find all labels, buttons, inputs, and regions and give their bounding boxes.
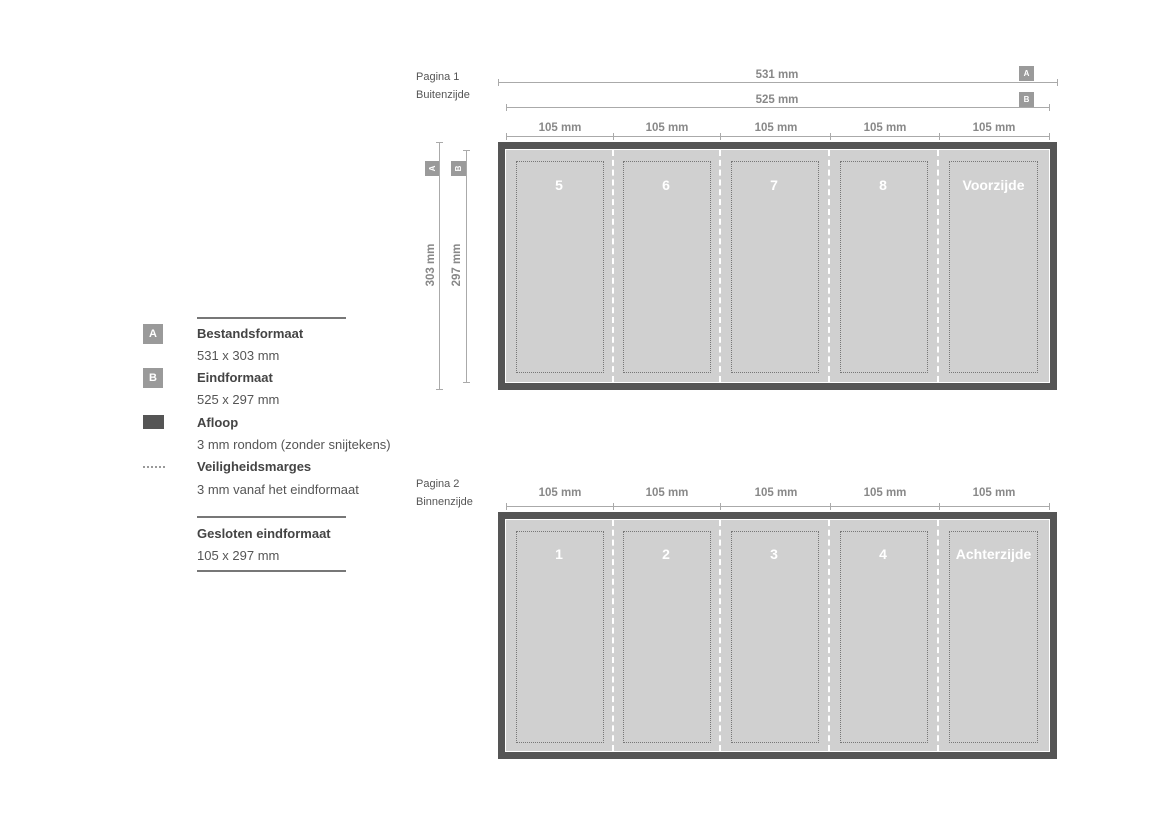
legend-title-veiligheidsmarges: Veiligheidsmarges xyxy=(197,459,312,474)
safety-margin xyxy=(516,531,604,743)
trim-area: 1 2 3 4 Achterzijde xyxy=(505,519,1050,752)
panel-label: Achterzijde xyxy=(955,546,1032,562)
panel-dim-text: 105 mm xyxy=(863,487,907,499)
height-b-tick-bottom xyxy=(463,382,470,383)
badge-a-side: A xyxy=(425,161,440,176)
fold-line xyxy=(937,520,939,751)
trim-area: 5 6 7 8 Voorzijde xyxy=(505,149,1050,383)
panel-dim-tick xyxy=(613,503,614,510)
height-b-tick-top xyxy=(463,150,470,151)
panel-dim-text: 105 mm xyxy=(972,122,1016,134)
height-a-tick-top xyxy=(436,142,443,143)
height-a-line xyxy=(439,142,440,390)
panel-dim-text: 105 mm xyxy=(538,122,582,134)
legend-swatch-bleed xyxy=(143,415,164,429)
panel-label: 8 xyxy=(879,177,887,193)
panel-dim-tick xyxy=(613,133,614,140)
page2-label: Pagina 2 Binnenzijde xyxy=(416,475,473,511)
legend-rule-bottom xyxy=(197,570,346,572)
panel-label: Voorzijde xyxy=(962,177,1025,193)
fold-line xyxy=(719,150,721,382)
panel-dim-tick xyxy=(720,503,721,510)
safety-margin xyxy=(731,161,819,373)
badge-b-top: B xyxy=(1019,92,1034,107)
fold-line xyxy=(612,520,614,751)
panel-dim-text: 105 mm xyxy=(645,487,689,499)
page1-title: Pagina 1 xyxy=(416,71,460,83)
dimension-b-tick-left xyxy=(506,104,507,111)
panel-dim-tick xyxy=(939,503,940,510)
panel-dim-tick xyxy=(939,133,940,140)
panel-label: 2 xyxy=(662,546,670,562)
page1-label: Pagina 1 Buitenzijde xyxy=(416,68,470,104)
safety-margin xyxy=(731,531,819,743)
panel-dim-line-p2 xyxy=(506,506,1049,507)
page2-subtitle: Binnenzijde xyxy=(416,496,473,508)
dimension-a-text: 531 mm xyxy=(727,69,827,81)
panel-dim-tick xyxy=(720,133,721,140)
dimension-b-line xyxy=(506,107,1049,108)
fold-line xyxy=(612,150,614,382)
panel-dim-text: 105 mm xyxy=(754,487,798,499)
panel-dim-tick xyxy=(1049,503,1050,510)
legend-title-bestandsformaat: Bestandsformaat xyxy=(197,326,304,341)
legend-rule-top xyxy=(197,317,346,319)
legend-badge-b: B xyxy=(143,368,163,388)
panel-label: 6 xyxy=(662,177,670,193)
sheet-page2: 1 2 3 4 Achterzijde xyxy=(498,512,1057,759)
legend-sub-bestandsformaat: 531 x 303 mm xyxy=(197,348,280,363)
dimension-a-line xyxy=(498,82,1057,83)
height-b-text: 297 mm xyxy=(451,243,463,287)
dimension-a-tick-right xyxy=(1057,79,1058,86)
legend-rule-mid xyxy=(197,516,346,518)
panel-dim-text: 105 mm xyxy=(972,487,1016,499)
panel-dim-tick xyxy=(830,503,831,510)
legend-sub-afloop: 3 mm rondom (zonder snijtekens) xyxy=(197,437,391,452)
page1-subtitle: Buitenzijde xyxy=(416,89,470,101)
panel-dim-tick xyxy=(1049,133,1050,140)
panel-dim-tick xyxy=(506,133,507,140)
legend-title-eindformaat: Eindformaat xyxy=(197,370,273,385)
fold-line xyxy=(828,150,830,382)
legend-sub-gesloten: 105 x 297 mm xyxy=(197,548,280,563)
safety-margin xyxy=(840,161,928,373)
badge-a-top: A xyxy=(1019,66,1034,81)
panel-dim-tick xyxy=(506,503,507,510)
legend-sub-eindformaat: 525 x 297 mm xyxy=(197,392,280,407)
height-a-tick-bottom xyxy=(436,389,443,390)
dimension-a-tick-left xyxy=(498,79,499,86)
badge-b-side: B xyxy=(451,161,466,176)
panel-label: 4 xyxy=(879,546,887,562)
panel-dim-text: 105 mm xyxy=(754,122,798,134)
panel-dim-text: 105 mm xyxy=(863,122,907,134)
safety-margin xyxy=(840,531,928,743)
fold-line xyxy=(828,520,830,751)
legend-swatch-dotted xyxy=(143,466,165,468)
safety-margin xyxy=(623,531,711,743)
panel-label: 5 xyxy=(555,177,563,193)
height-b-line xyxy=(466,150,467,383)
height-a-text: 303 mm xyxy=(425,243,437,287)
safety-margin xyxy=(516,161,604,373)
panel-dim-line-p1 xyxy=(506,136,1049,137)
panel-label: 3 xyxy=(770,546,778,562)
legend-title-afloop: Afloop xyxy=(197,415,239,430)
panel-dim-text: 105 mm xyxy=(645,122,689,134)
fold-line xyxy=(937,150,939,382)
panel-label: 7 xyxy=(770,177,778,193)
safety-margin xyxy=(949,531,1038,743)
legend-sub-veiligheidsmarges: 3 mm vanaf het eindformaat xyxy=(197,482,359,497)
panel-dim-tick xyxy=(830,133,831,140)
safety-margin xyxy=(623,161,711,373)
fold-line xyxy=(719,520,721,751)
sheet-page1: 5 6 7 8 Voorzijde xyxy=(498,142,1057,390)
panel-dim-text: 105 mm xyxy=(538,487,582,499)
safety-margin xyxy=(949,161,1038,373)
legend-badge-a: A xyxy=(143,324,163,344)
dimension-b-tick-right xyxy=(1049,104,1050,111)
panel-label: 1 xyxy=(555,546,563,562)
dimension-b-text: 525 mm xyxy=(727,94,827,106)
legend-title-gesloten: Gesloten eindformaat xyxy=(197,526,331,541)
page2-title: Pagina 2 xyxy=(416,478,460,490)
